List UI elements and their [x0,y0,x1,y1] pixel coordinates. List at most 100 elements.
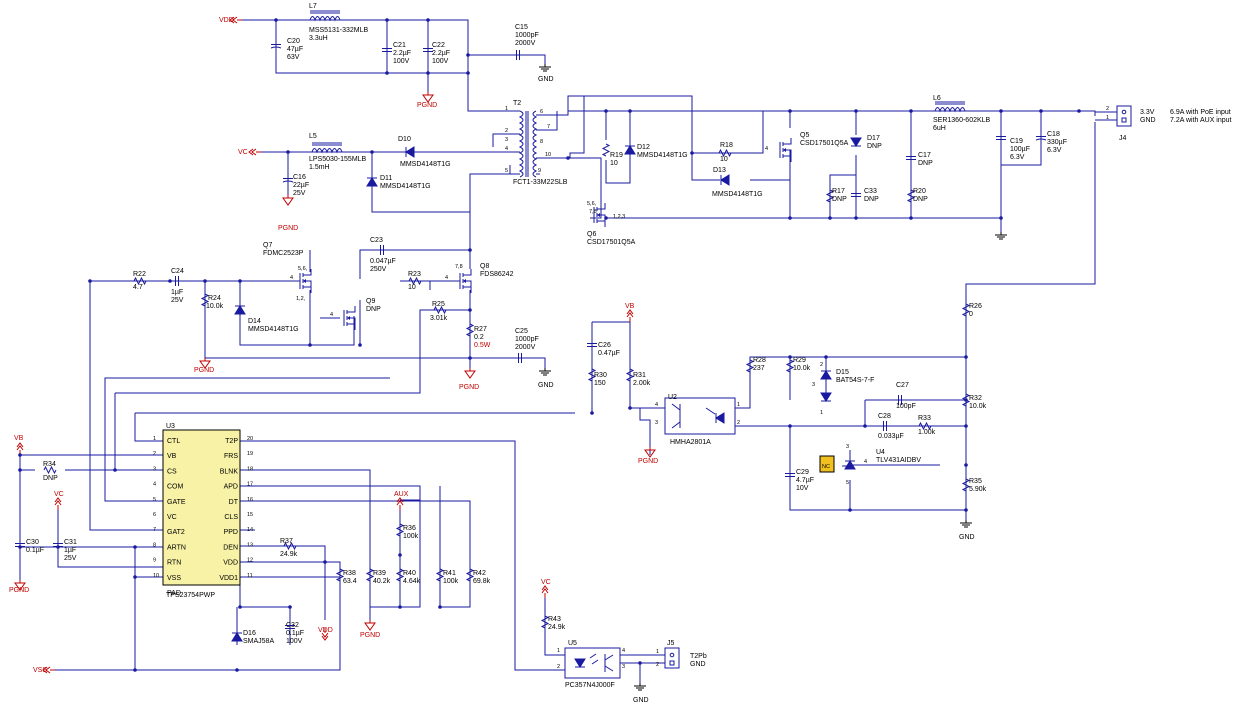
svg-text:1: 1 [737,402,740,408]
svg-text:1,2,3: 1,2,3 [613,214,625,220]
svg-text:6uH: 6uH [933,125,946,132]
u3-pin-number: 12 [247,558,253,564]
svg-text:R38: R38 [343,570,356,577]
u3-pin-number: 2 [153,451,156,457]
svg-text:R39: R39 [373,570,386,577]
u3-pin-number: 4 [153,482,156,488]
svg-text:VB: VB [625,303,635,310]
svg-text:6.3V: 6.3V [1010,154,1025,161]
gnd-symbol [994,231,1008,240]
svg-text:L7: L7 [309,3,317,10]
junction-dot [1039,109,1043,113]
svg-text:10: 10 [545,152,551,158]
vdd-net-symbol-bottom: VDD [318,627,333,641]
svg-text:C28: C28 [878,413,891,420]
u3-pin-name: GAT2 [167,529,185,536]
svg-text:DNP: DNP [918,160,933,167]
svg-text:25V: 25V [64,555,77,562]
junction-dot [385,71,389,75]
svg-text:R37: R37 [280,538,293,545]
svg-text:GND: GND [538,76,554,83]
u3-pin-name: T2P [225,438,238,445]
svg-text:C29: C29 [796,469,809,476]
svg-text:D14: D14 [248,318,261,325]
svg-text:MMSD4148T1G: MMSD4148T1G [637,152,688,159]
svg-text:U3: U3 [166,423,175,430]
svg-text:1000pF: 1000pF [515,336,539,343]
svg-text:5,6,: 5,6, [587,201,597,207]
svg-text:4: 4 [505,146,508,152]
junction-dot [238,279,242,283]
gnd-symbol: GND [538,367,554,389]
svg-text:9: 9 [538,168,541,174]
svg-text:250V: 250V [370,266,387,273]
svg-text:100V: 100V [432,58,449,65]
u3-pin-number: 19 [247,451,253,457]
svg-text:HMHA2801A: HMHA2801A [670,439,711,446]
svg-text:VSS: VSS [33,667,47,674]
svg-text:2: 2 [737,420,740,426]
junction-dot [385,18,389,22]
svg-text:PGND: PGND [638,458,658,465]
svg-text:4: 4 [655,402,658,408]
junction-dot [398,605,402,609]
svg-text:0.47µF: 0.47µF [598,350,620,357]
svg-text:R27: R27 [474,326,487,333]
junction-dot [690,151,694,155]
svg-text:10: 10 [408,284,416,291]
u3-pin-name: VB [167,453,177,460]
u3-pin-name: COM [167,484,184,491]
svg-text:4: 4 [330,312,333,318]
svg-text:4: 4 [622,648,625,654]
junction-dot [18,545,22,549]
svg-text:40.2k: 40.2k [373,578,391,585]
svg-text:1: 1 [505,106,508,112]
svg-text:GND: GND [959,534,975,541]
svg-text:0.5W: 0.5W [474,342,491,349]
svg-text:GND: GND [1140,117,1156,124]
junction-dot [628,406,632,410]
svg-text:1µF: 1µF [171,289,183,296]
svg-text:R28: R28 [753,357,766,364]
junction-dot [828,216,832,220]
svg-text:4: 4 [864,459,867,465]
svg-text:2: 2 [505,128,508,134]
svg-text:PGND: PGND [459,384,479,391]
vc-net-symbol-top: VC [238,148,262,156]
junction-dot [848,508,852,512]
junction-dot [286,150,290,154]
svg-text:6.3V: 6.3V [1047,147,1062,154]
svg-text:C23: C23 [370,237,383,244]
svg-text:5.90k: 5.90k [969,486,987,493]
svg-text:L5: L5 [309,133,317,140]
junction-dot [909,109,913,113]
svg-text:MMSD4148T1G: MMSD4148T1G [712,191,763,198]
svg-text:T2: T2 [513,100,521,107]
svg-text:Q6: Q6 [587,231,596,238]
svg-text:R26: R26 [969,303,982,310]
svg-text:R25: R25 [432,301,445,308]
svg-text:C25: C25 [515,328,528,335]
junction-dot [964,508,968,512]
svg-text:DNP: DNP [43,475,58,482]
u3-pin-number: 20 [247,436,253,442]
gnd-symbol: GND [959,519,975,541]
svg-text:C33: C33 [864,188,877,195]
